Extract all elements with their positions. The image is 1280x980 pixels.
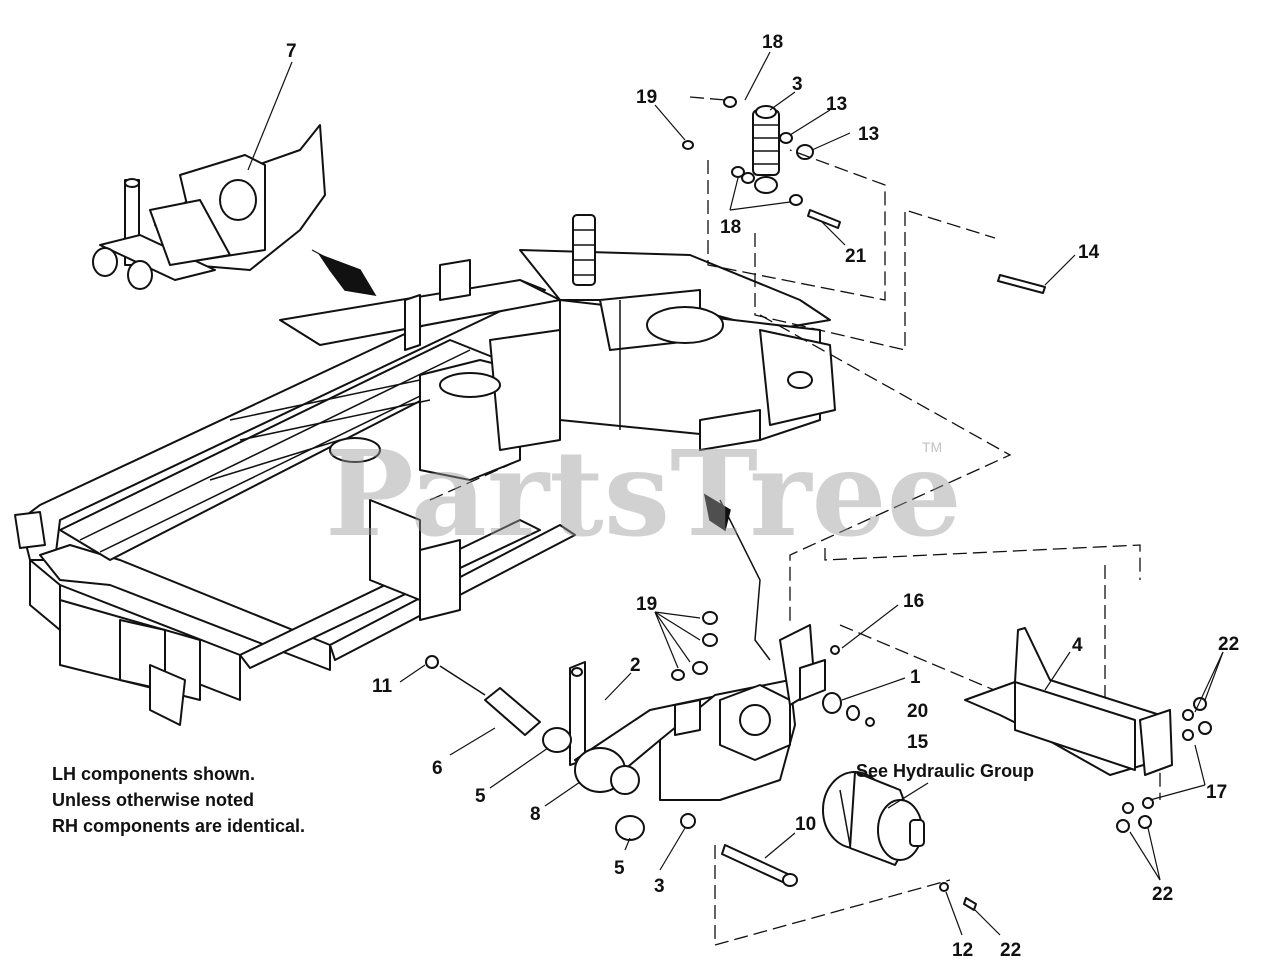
hydraulic-group-label: See Hydraulic Group bbox=[856, 761, 1034, 781]
callout-3: 3 bbox=[654, 876, 665, 897]
callout-leaders bbox=[247, 51, 1224, 936]
watermark-trademark: TM bbox=[922, 439, 942, 455]
callout-7: 7 bbox=[286, 41, 297, 62]
watermark-text: PartsTree bbox=[325, 424, 962, 563]
callout-18: 18 bbox=[720, 217, 741, 238]
callout-6: 6 bbox=[432, 758, 443, 779]
callout-10: 10 bbox=[795, 814, 816, 835]
caster-mount-assembly bbox=[92, 124, 377, 297]
callout-20: 20 bbox=[907, 701, 928, 722]
callout-14: 14 bbox=[1078, 242, 1100, 263]
callout-3: 3 bbox=[792, 74, 803, 95]
callout-13: 13 bbox=[858, 124, 879, 145]
callout-13: 13 bbox=[826, 94, 847, 115]
callout-17: 17 bbox=[1206, 782, 1227, 803]
callout-16: 16 bbox=[903, 591, 924, 612]
callout-labels: 7 18 3 19 13 13 18 21 14 19 16 2 1 20 15… bbox=[286, 32, 1239, 961]
callout-19: 19 bbox=[636, 594, 657, 615]
callout-15: 15 bbox=[907, 732, 929, 753]
watermark: PartsTree TM bbox=[325, 424, 962, 563]
mower-frame bbox=[14, 214, 836, 726]
hydraulic-motor bbox=[822, 771, 925, 866]
callout-2: 2 bbox=[630, 655, 641, 676]
rear-bracket bbox=[964, 627, 1212, 833]
diagram-note: LH components shown. Unless otherwise no… bbox=[52, 764, 305, 836]
callout-5: 5 bbox=[475, 786, 486, 807]
callout-22: 22 bbox=[1152, 884, 1173, 905]
callout-22: 22 bbox=[1218, 634, 1239, 655]
callout-1: 1 bbox=[910, 667, 921, 688]
callout-22: 22 bbox=[1000, 940, 1021, 961]
callout-21: 21 bbox=[845, 246, 867, 267]
callout-8: 8 bbox=[530, 804, 541, 825]
shock-absorber-assembly bbox=[682, 96, 1046, 351]
control-arm-assembly bbox=[425, 493, 977, 911]
callout-4: 4 bbox=[1072, 635, 1083, 656]
note-line-2: Unless otherwise noted bbox=[52, 790, 254, 810]
note-line-3: RH components are identical. bbox=[52, 816, 305, 836]
callout-12: 12 bbox=[952, 940, 973, 961]
callout-18: 18 bbox=[762, 32, 783, 53]
callout-5: 5 bbox=[614, 858, 625, 879]
note-line-1: LH components shown. bbox=[52, 764, 255, 784]
callout-19: 19 bbox=[636, 87, 657, 108]
callout-11: 11 bbox=[372, 676, 393, 697]
